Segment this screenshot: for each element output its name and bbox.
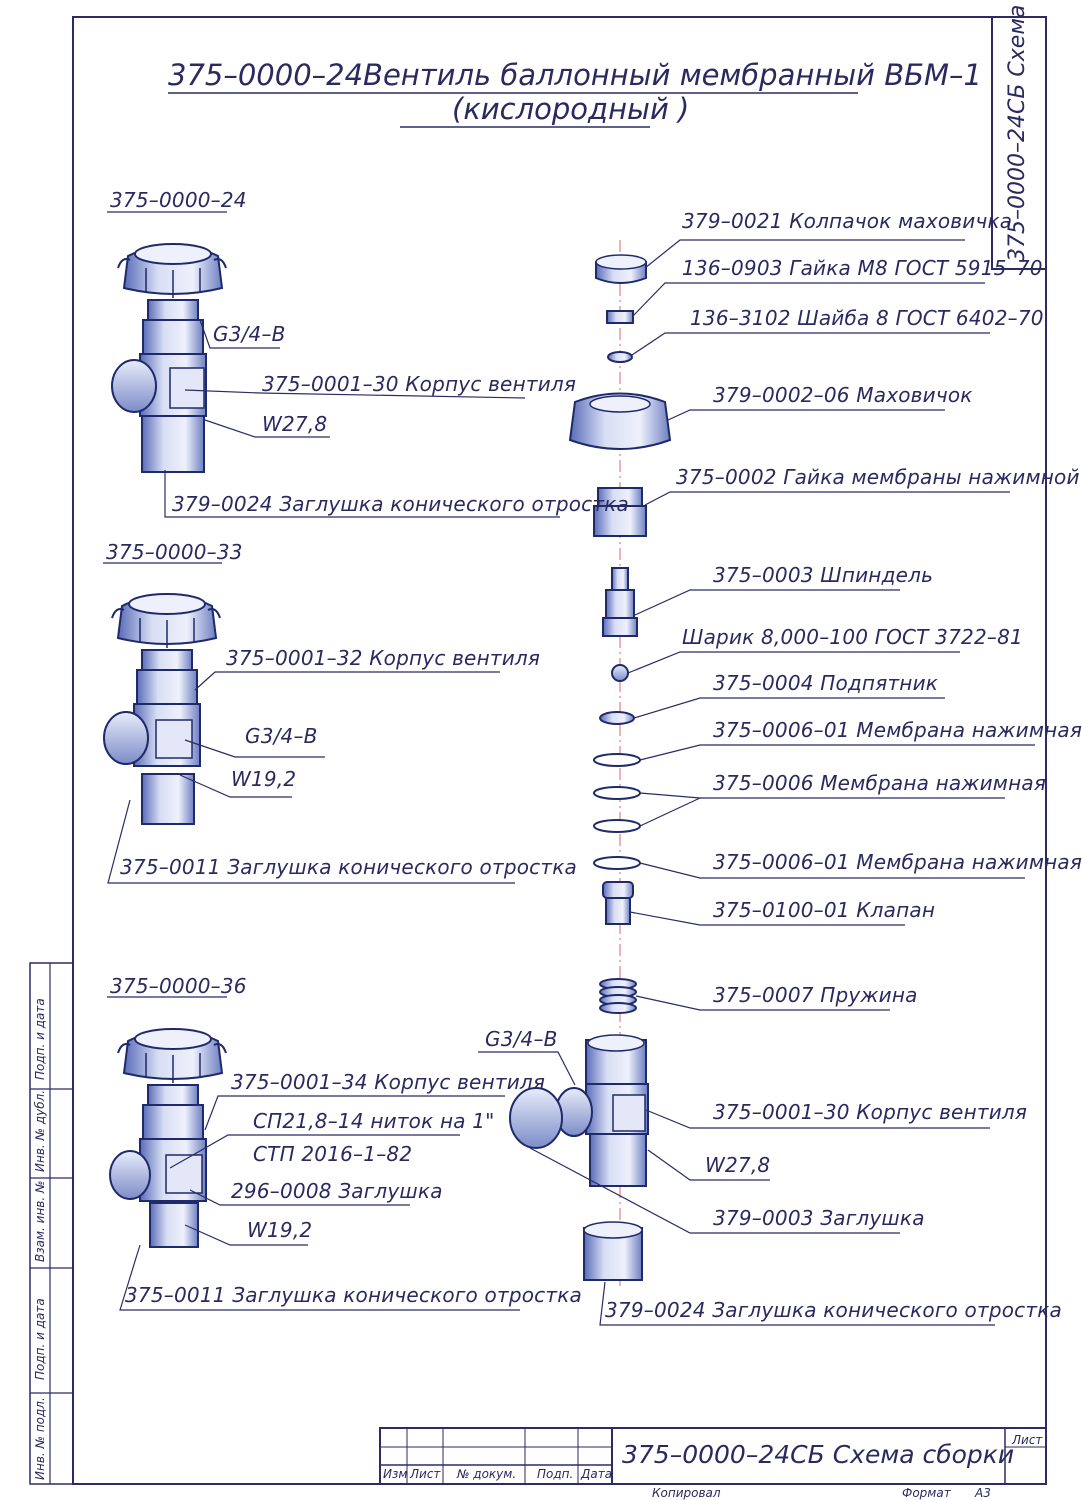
tb-format-label: Формат [902, 1486, 951, 1500]
tb-designation: 375–0000–24СБ Схема сборки [622, 1440, 1015, 1469]
part-label-7: Шарик 8,000–100 ГОСТ 3722–81 [682, 625, 1023, 649]
part-label-16: W27,8 [705, 1153, 771, 1177]
assembly1-label-plug: 379–0024 Заглушка конического отростка [172, 492, 629, 516]
part-label-2: 136–0903 Гайка М8 ГОСТ 5915–70 [682, 256, 1043, 280]
drawing-title-line2: (кислородный ) [452, 92, 690, 126]
margin-label-1: Инв. № подл. [33, 1397, 47, 1480]
part-label-12: 375–0100–01 Клапан [713, 898, 936, 922]
assembly-id-3: 375–0000–36 [110, 974, 247, 998]
margin-label-2: Подп. и дата [33, 1298, 47, 1380]
part-label-5: 375–0002 Гайка мембраны нажимной [676, 465, 1080, 489]
part-label-3: 136–3102 Шайба 8 ГОСТ 6402–70 [690, 306, 1044, 330]
assembly3-label-w: W19,2 [247, 1218, 313, 1242]
drawing-title-line1: 375–0000–24Вентиль баллонный мембранный … [168, 58, 982, 92]
part-label-13: 375–0007 Пружина [713, 983, 918, 1007]
part-label-18: 379–0024 Заглушка конического отростка [605, 1298, 1062, 1322]
margin-label-5: Подп. и дата [33, 998, 47, 1080]
part-label-6: 375–0003 Шпиндель [713, 563, 934, 587]
assembly3-label-cap: 296–0008 Заглушка [231, 1179, 443, 1203]
part-label-17: 379–0003 Заглушка [713, 1206, 925, 1230]
tb-col-sign: Подп. [537, 1467, 574, 1481]
part-label-8: 375–0004 Подпятник [713, 671, 939, 695]
assembly-id-2: 375–0000–33 [106, 540, 243, 564]
margin-label-4: Инв. № дубл. [33, 1089, 47, 1172]
assembly3-label-thread: СП21,8–14 ниток на 1" [253, 1109, 495, 1133]
assembly3-label-std: СТП 2016–1–82 [253, 1142, 413, 1166]
assembly2-label-thread: G3/4–B [245, 724, 318, 748]
part-label-10: 375–0006 Мембрана нажимная [713, 771, 1047, 795]
tb-sheet-label: Лист [1012, 1433, 1043, 1447]
part-label-4: 379–0002–06 Маховичок [713, 383, 973, 407]
part-label-9: 375–0006–01 Мембрана нажимная [713, 718, 1082, 742]
assembly2-label-plug: 375–0011 Заглушка конического отростка [120, 855, 577, 879]
tb-format-value: А3 [975, 1486, 991, 1500]
assembly1-label-w: W27,8 [262, 412, 328, 436]
assembly1-label-thread: G3/4–B [213, 322, 286, 346]
part-label-15: 375–0001–30 Корпус вентиля [713, 1100, 1028, 1124]
part-label-1: 379–0021 Колпачок маховичка [682, 209, 1013, 233]
assembly3-label-plug: 375–0011 Заглушка конического отростка [125, 1283, 582, 1307]
assembly2-label-body: 375–0001–32 Корпус вентиля [226, 646, 541, 670]
tb-col-doc: № докум. [457, 1467, 517, 1481]
tb-col-date: Дата [581, 1467, 613, 1481]
assembly2-label-w: W19,2 [231, 767, 297, 791]
part-label-11: 375–0006–01 Мембрана нажимная [713, 850, 1082, 874]
part-label-14: G3/4–B [485, 1027, 558, 1051]
margin-label-3: Взам. инв. № [33, 1180, 47, 1262]
assembly1-label-body: 375–0001–30 Корпус вентиля [262, 372, 577, 396]
assembly-id-1: 375–0000–24 [110, 188, 247, 212]
assembly3-label-body: 375–0001–34 Корпус вентиля [231, 1070, 546, 1094]
tb-col-list: Лист [410, 1467, 441, 1481]
tb-col-izm: Изм [383, 1467, 408, 1481]
tb-copied: Копировал [652, 1486, 721, 1500]
